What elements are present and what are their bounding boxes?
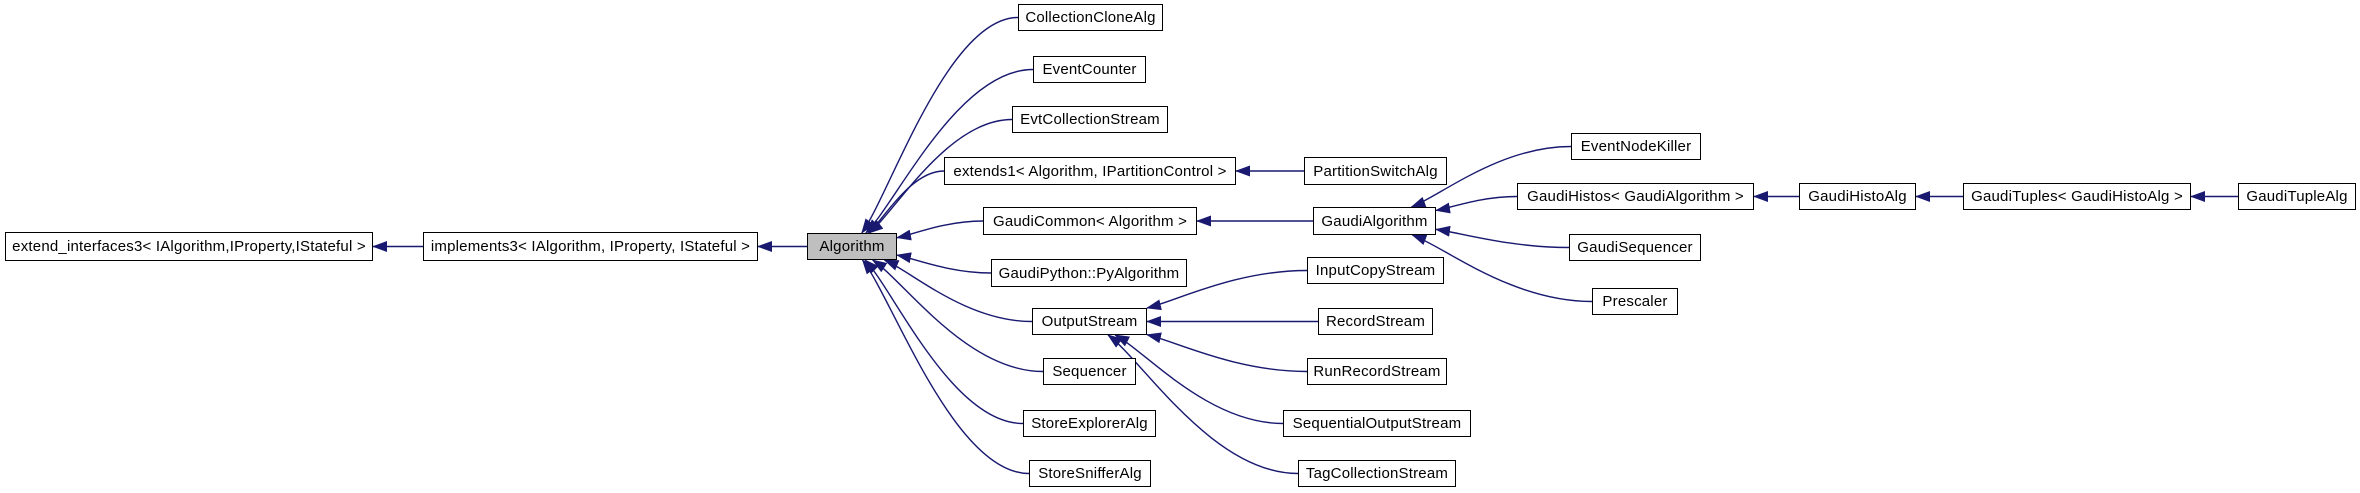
class-node-eventnodekiller[interactable]: EventNodeKiller <box>1571 133 1701 160</box>
class-node-gaudihistoalg[interactable]: GaudiHistoAlg <box>1799 183 1916 210</box>
inheritance-edge-collectionclonealg-to-algorithm <box>861 16 1019 234</box>
class-node-collectionclonealg[interactable]: CollectionCloneAlg <box>1018 4 1163 31</box>
inheritance-edge-pyalgorithm-to-algorithm <box>896 252 992 274</box>
class-node-sequencer[interactable]: Sequencer <box>1043 358 1136 385</box>
inheritance-edge-eventcounter-to-algorithm <box>865 68 1034 234</box>
inheritance-edge-gaudisequencer-to-gaudialgorithm <box>1435 225 1570 249</box>
class-node-storeexploreralg[interactable]: StoreExplorerAlg <box>1023 410 1156 437</box>
inheritance-edge-inputcopystream-to-outputstream <box>1146 269 1308 311</box>
class-node-eventcounter[interactable]: EventCounter <box>1033 56 1146 83</box>
class-node-partitionswitchalg[interactable]: PartitionSwitchAlg <box>1304 157 1447 185</box>
inheritance-edge-sequencer-to-algorithm <box>871 259 1044 373</box>
class-node-prescaler[interactable]: Prescaler <box>1592 288 1678 315</box>
class-node-gaudituples[interactable]: GaudiTuples< GaudiHistoAlg > <box>1963 183 2191 210</box>
class-node-implements3[interactable]: implements3< IAlgorithm, IProperty, ISta… <box>423 232 758 261</box>
class-node-gaudihistos[interactable]: GaudiHistos< GaudiAlgorithm > <box>1517 183 1754 210</box>
class-node-tagcollectionstream[interactable]: TagCollectionStream <box>1298 460 1456 487</box>
inheritance-edge-gaudicommon-to-algorithm <box>896 220 984 241</box>
class-node-recordstream[interactable]: RecordStream <box>1318 308 1433 335</box>
class-node-outputstream[interactable]: OutputStream <box>1032 308 1147 335</box>
inheritance-edge-tagcollectionstream-to-outputstream <box>1107 334 1299 475</box>
class-node-gauditplealg[interactable]: GaudiTupleAlg <box>2238 183 2356 210</box>
class-node-algorithm[interactable]: Algorithm <box>807 233 897 260</box>
class-node-gaudicommon[interactable]: GaudiCommon< Algorithm > <box>983 207 1197 235</box>
class-node-inputcopystream[interactable]: InputCopyStream <box>1307 257 1444 284</box>
class-node-sequentialoutputstream[interactable]: SequentialOutputStream <box>1283 410 1471 437</box>
class-node-gaudialgorithm[interactable]: GaudiAlgorithm <box>1313 207 1436 235</box>
class-node-pyalgorithm[interactable]: GaudiPython::PyAlgorithm <box>991 259 1187 287</box>
inheritance-edge-storeexploreralg-to-algorithm <box>864 259 1024 425</box>
inheritance-edge-eventnodekiller-to-gaudialgorithm <box>1410 145 1572 208</box>
class-node-runrecordstream[interactable]: RunRecordStream <box>1307 358 1447 385</box>
inheritance-edge-prescaler-to-gaudialgorithm <box>1411 234 1593 303</box>
class-node-extend-interfaces3[interactable]: extend_interfaces3< IAlgorithm,IProperty… <box>5 232 373 261</box>
class-node-evtcollectionstream[interactable]: EvtCollectionStream <box>1012 106 1168 133</box>
inheritance-edge-storesnifferalg-to-algorithm <box>861 259 1030 475</box>
class-node-extends1[interactable]: extends1< Algorithm, IPartitionControl > <box>944 157 1236 185</box>
inheritance-edge-outputstream-to-algorithm <box>883 259 1033 323</box>
class-node-gaudisequencer[interactable]: GaudiSequencer <box>1569 234 1701 261</box>
class-node-storesnifferalg[interactable]: StoreSnifferAlg <box>1029 460 1151 487</box>
inheritance-edge-extends1-to-algorithm <box>867 170 945 234</box>
inheritance-edge-sequentialoutputstream-to-outputstream <box>1114 334 1284 425</box>
inheritance-edge-gaudihistos-to-gaudialgorithm <box>1435 195 1518 214</box>
inheritance-edge-runrecordstream-to-outputstream <box>1146 332 1308 373</box>
